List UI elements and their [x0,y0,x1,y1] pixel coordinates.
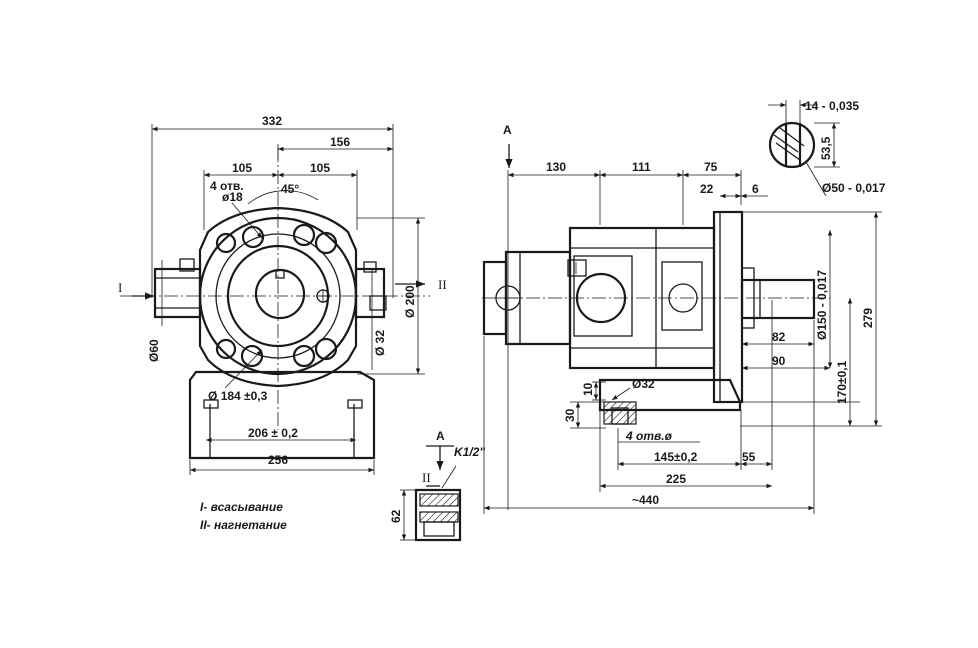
detail-view-mark-a: A [436,429,445,443]
side-foot [598,378,742,412]
inlet-label: I [118,280,122,295]
base-foot [188,370,376,460]
view-mark-a: A [503,123,512,137]
front-flange [712,210,744,404]
dim-82: 82 [772,330,786,344]
dim-156: 156 [330,135,350,149]
dim-30: 30 [563,408,577,422]
legend-suction: I- всасывание [200,500,283,514]
dim-225: 225 [666,472,686,486]
dim-440: ~440 [632,493,659,507]
key-section: 14 - 0,035 53,5 Ø50 - 0,017 [768,99,886,197]
port-detail: A K1/2" II 62 [389,429,485,542]
dim-332: 332 [262,114,282,128]
bolt-circle [215,233,341,359]
inlet-port-left [153,267,202,319]
holes-dia-label: ø18 [222,190,243,204]
shaft-circle [254,268,306,320]
dim-phi-50: Ø50 - 0,017 [822,181,886,195]
dim-key-depth: 53,5 [819,136,833,160]
shaft-key [275,269,285,279]
dim-22: 22 [700,182,714,196]
dim-phi-200: Ø 200 [403,285,417,318]
discharge-port-side [661,261,703,331]
dim-6: 6 [752,182,759,196]
dim-phi-60: Ø60 [147,339,161,362]
outlet-label: II [438,277,447,292]
dim-phi-32-side: Ø32 [632,377,655,391]
dim-62: 62 [389,509,403,523]
dim-170: 170±0,1 [835,360,849,404]
dim-75: 75 [704,160,718,174]
dim-279: 279 [861,308,875,328]
holes-count-label: 4 отв. [210,179,244,193]
dim-105-right: 105 [310,161,330,175]
dim-111: 111 [632,160,651,174]
drive-shaft [740,278,816,320]
pump-housing-front [198,206,358,388]
dim-phi-184: Ø 184 ±0,3 [208,389,268,403]
legend: I- всасывание II- нагнетание [200,500,287,532]
dim-90: 90 [772,354,786,368]
outlet-port-right [354,267,386,319]
suction-port-side [573,255,633,337]
detail-label-ii: II [422,470,431,485]
dim-256: 256 [268,453,288,467]
dim-10: 10 [581,382,595,396]
dim-105-left: 105 [232,161,252,175]
base-holes-callout: 4 отв.ø [625,429,673,443]
dim-130: 130 [546,160,566,174]
dim-key-width: 14 - 0,035 [805,99,859,113]
thread-label: K1/2" [454,445,485,459]
front-view: 332 156 105 105 4 отв. ø18 45° [118,114,447,475]
port-detail-body [414,488,462,542]
shaft-section-circle [768,121,816,169]
legend-discharge: II- нагнетание [200,518,287,532]
foot-section-hatch [603,401,637,425]
dim-145: 145±0,2 [654,450,698,464]
angle-45-label: 45° [281,182,299,196]
dim-phi-150: Ø150 - 0,017 [815,270,829,340]
dim-55: 55 [742,450,756,464]
side-view: A 130 111 75 22 6 [482,123,882,514]
dim-phi-32-front: Ø 32 [373,330,387,356]
bolt-holes [215,223,338,368]
dim-206: 206 ± 0,2 [248,426,298,440]
